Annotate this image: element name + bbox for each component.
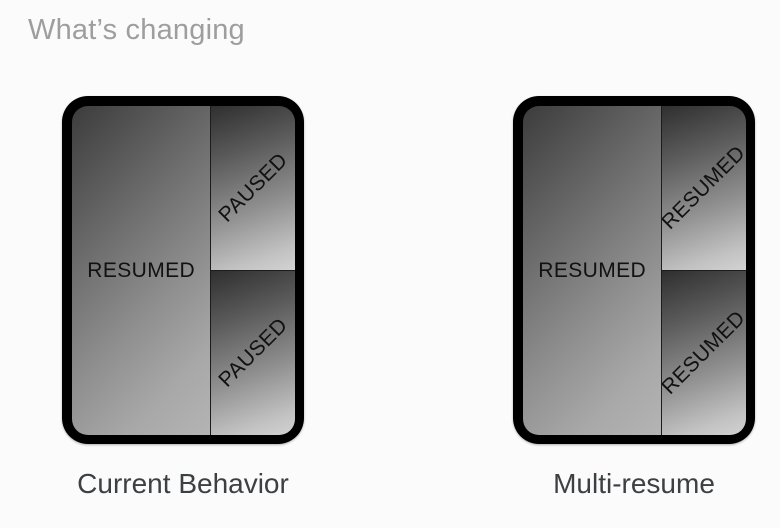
device-screen-multi-resume: RESUMED RESUMED RESUMED	[523, 106, 746, 435]
figure-multi-resume: RESUMED RESUMED RESUMED	[513, 96, 755, 444]
app-pane-secondary-top-multi-resume[interactable]: RESUMED	[662, 106, 746, 271]
app-pane-primary-current-behavior[interactable]: RESUMED	[72, 106, 212, 435]
figure-current-behavior: RESUMED PAUSED PAUSED	[62, 96, 304, 444]
app-pane-secondary-bottom-multi-resume[interactable]: RESUMED	[662, 270, 746, 435]
app-pane-secondary-top-current-behavior[interactable]: PAUSED	[211, 106, 295, 271]
pane-state-label: RESUMED	[662, 306, 746, 399]
device-frame-multi-resume: RESUMED RESUMED RESUMED	[513, 96, 755, 444]
pane-column-current-behavior: PAUSED PAUSED	[211, 106, 295, 435]
pane-state-label: PAUSED	[213, 313, 292, 392]
pane-state-label: PAUSED	[213, 148, 292, 227]
pane-column-multi-resume: RESUMED RESUMED	[662, 106, 746, 435]
figure-caption-multi-resume: Multi-resume	[553, 468, 715, 499]
pane-state-label: RESUMED	[538, 258, 647, 282]
figure-caption-current-behavior: Current Behavior	[77, 468, 289, 499]
app-pane-secondary-bottom-current-behavior[interactable]: PAUSED	[211, 270, 295, 435]
device-screen-current-behavior: RESUMED PAUSED PAUSED	[72, 106, 295, 435]
pane-state-label: RESUMED	[87, 258, 196, 282]
pane-state-label: RESUMED	[662, 141, 746, 234]
app-pane-primary-multi-resume[interactable]: RESUMED	[523, 106, 663, 435]
device-frame-current-behavior: RESUMED PAUSED PAUSED	[62, 96, 304, 444]
page-title: What’s changing	[28, 14, 245, 46]
